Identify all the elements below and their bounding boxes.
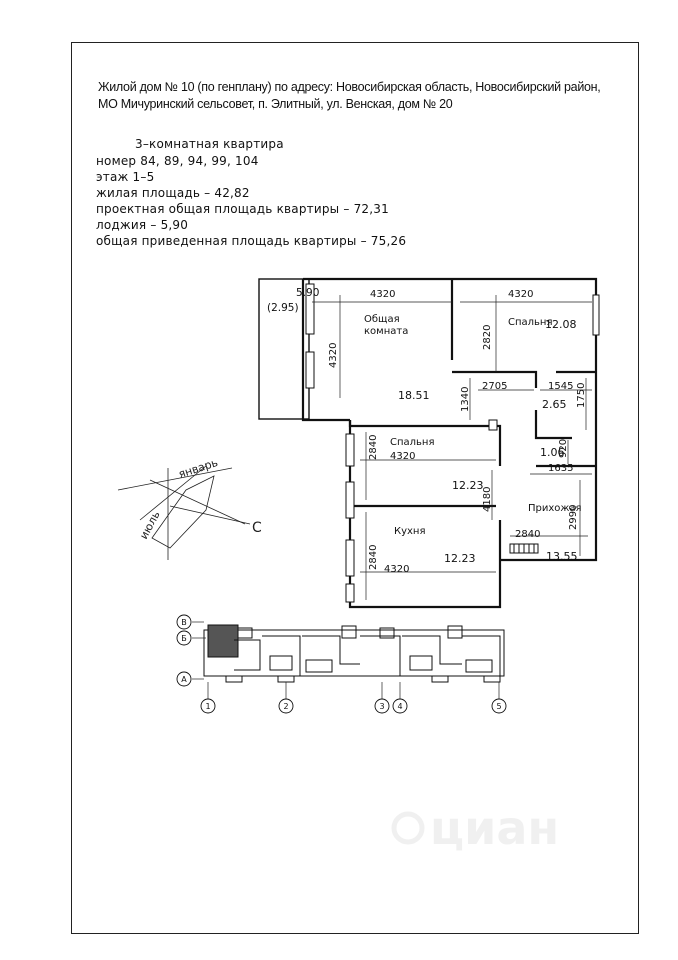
dim-1635: 1635 (548, 463, 573, 474)
kitchen-area: 12.23 (444, 552, 476, 565)
dim-920: 920 (558, 439, 569, 458)
dim-2840-hall: 2840 (515, 529, 540, 540)
hallway-area: 13.55 (546, 550, 578, 563)
axis-bubble-1 (200, 698, 216, 714)
dim-2840-bedroom2: 2840 (368, 435, 379, 460)
address-line-1: Жилой дом № 10 (по генплану) по адресу: … (98, 80, 601, 94)
axis-label-b: Б (181, 634, 187, 643)
axis-bubble-3 (374, 698, 390, 714)
compass-january: январь (177, 456, 220, 481)
axis-bubble-5 (491, 698, 507, 714)
dim-2705: 2705 (482, 381, 507, 392)
watermark: циан (391, 801, 559, 855)
watermark-text: циан (430, 801, 559, 855)
address-line-2: МО Мичуринский сельсовет, п. Элитный, ул… (98, 97, 453, 111)
dimension-lines (312, 295, 592, 600)
axis-label-a: А (181, 675, 187, 684)
dim-2820: 2820 (482, 325, 493, 350)
living-room-area: 18.51 (398, 389, 430, 402)
apartment-floors: этаж 1–5 (96, 170, 155, 184)
living-area: жилая площадь – 42,82 (96, 186, 250, 200)
dim-1340: 1340 (460, 387, 471, 412)
axis-label-5: 5 (496, 702, 501, 711)
dim-4320-vertical: 4320 (328, 343, 339, 368)
apartment-numbers: номер 84, 89, 94, 99, 104 (96, 154, 259, 168)
axis-label-2: 2 (283, 702, 288, 711)
dim-2840-kitchen: 2840 (368, 545, 379, 570)
dim-1545: 1545 (548, 381, 573, 392)
kitchen-name: Кухня (394, 526, 426, 537)
compass-north: С (252, 520, 262, 536)
key-plan (203, 624, 505, 683)
wc-area: 1.06 (540, 446, 565, 459)
bedroom1-area: 12.08 (545, 318, 577, 331)
axis-label-3: 3 (379, 702, 384, 711)
apartment-type: 3–комнатная квартира (135, 137, 284, 151)
axis-label-1: 1 (205, 702, 210, 711)
dim-2990: 2990 (568, 505, 579, 530)
axis-bubble-a (176, 671, 192, 687)
windows (305, 283, 600, 603)
axis-bubble-b (176, 630, 192, 646)
hallway-name: Прихожая (528, 503, 582, 514)
dim-4320-living: 4320 (370, 289, 395, 300)
axis-bubble-4 (392, 698, 408, 714)
axis-bubble-2 (278, 698, 294, 714)
bath-area: 2.65 (542, 398, 567, 411)
loggia-reduced-label: (2.95) (267, 302, 299, 314)
bedroom2-name: Спальня (390, 437, 435, 448)
dim-4320-kitchen: 4320 (384, 564, 409, 575)
reduced-area: общая приведенная площадь квартиры – 75,… (96, 234, 407, 248)
bedroom2-area: 12.23 (452, 479, 484, 492)
axis-bubble-v (176, 614, 192, 630)
room-labels: 5.90 (2.95) 4320 4320 Общая комната Спал… (267, 287, 582, 575)
bedroom1-name: Спальня (508, 317, 553, 328)
loggia-area: лоджия – 5,90 (96, 218, 189, 232)
dim-4180: 4180 (482, 487, 493, 512)
total-area: проектная общая площадь квартиры – 72,31 (96, 202, 389, 216)
axis-label-v: В (181, 618, 187, 627)
radiator (509, 543, 539, 554)
loggia-area-label: 5.90 (296, 287, 319, 299)
compass-rose (117, 465, 251, 560)
living-room-name-1: Общая (364, 314, 400, 325)
vertical-dimensions: 4320 2820 1340 1750 920 2840 2840 4180 2… (328, 325, 587, 570)
dim-4320-bedroom1: 4320 (508, 289, 533, 300)
axis-lines (192, 621, 500, 700)
compass-july: июль (137, 509, 163, 542)
axis-label-4: 4 (397, 702, 402, 711)
drawing-frame (71, 42, 639, 934)
apartment-walls (258, 277, 598, 609)
dim-4320-bedroom2: 4320 (390, 451, 415, 462)
living-room-name-2: комната (364, 326, 408, 337)
dim-1750: 1750 (576, 383, 587, 408)
